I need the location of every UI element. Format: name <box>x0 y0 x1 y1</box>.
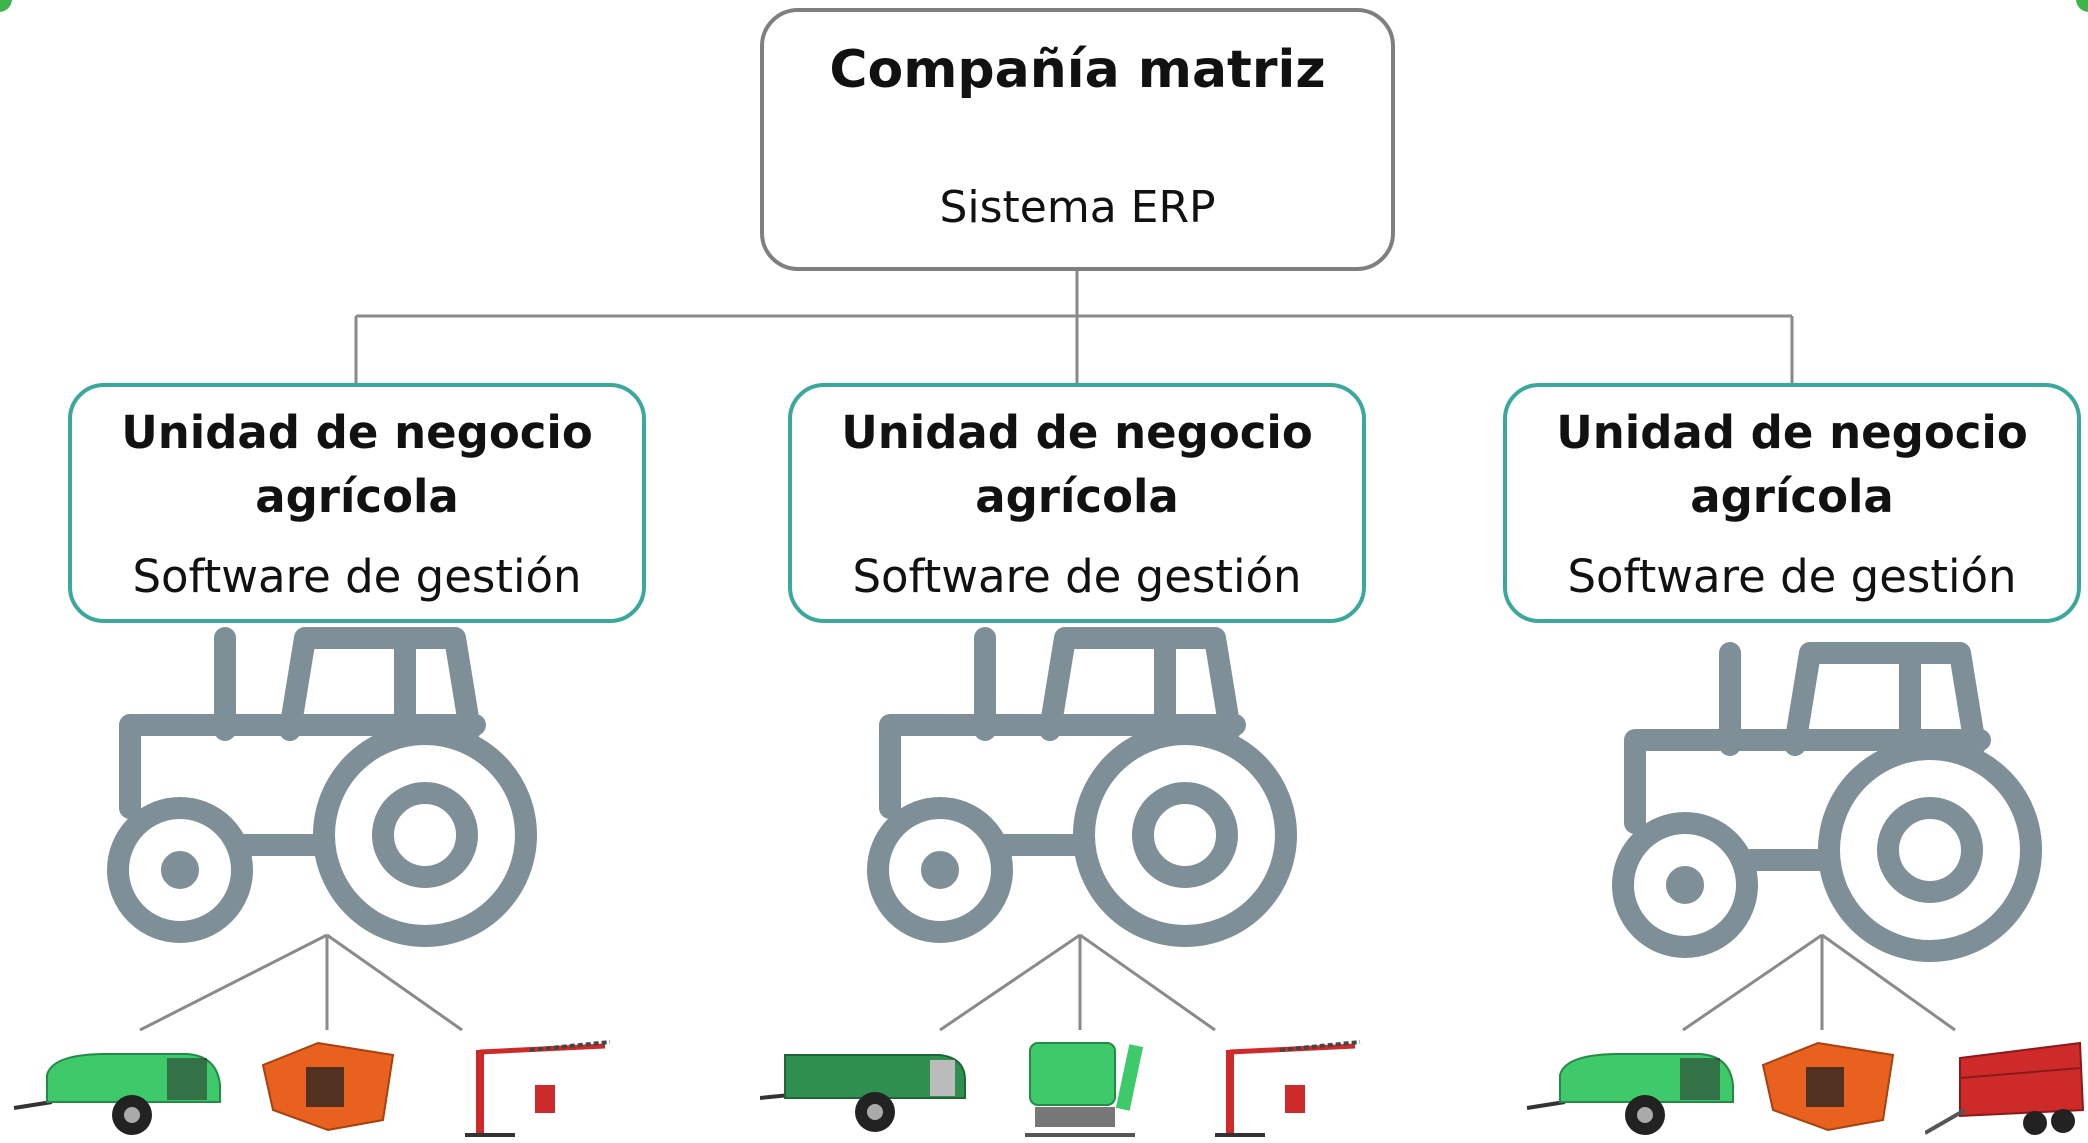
business-unit-box: Unidad de negocio agrícola Software de g… <box>1503 383 2081 623</box>
green-tank-sprayer-icon <box>760 1054 966 1132</box>
business-unit-title: Unidad de negocio agrícola <box>121 406 593 523</box>
machine-branches <box>139 933 1956 1032</box>
orange-mulcher-icon <box>1761 1041 1895 1132</box>
business-unit-title: Unidad de negocio agrícola <box>841 406 1313 523</box>
red-hedge-trimmer-icon <box>1215 1040 1361 1137</box>
business-unit-title: Unidad de negocio agrícola <box>1556 406 2028 523</box>
green-sprayer-icon <box>1526 1053 1734 1135</box>
green-sprayer-icon <box>13 1053 221 1135</box>
business-unit-box: Unidad de negocio agrícola Software de g… <box>788 383 1366 623</box>
parent-company-box: Compañía matriz Sistema ERP <box>760 8 1395 271</box>
red-hedge-trimmer-icon <box>465 1040 611 1137</box>
red-trailer-icon <box>1925 1041 2085 1135</box>
management-software-label: Software de gestión <box>852 550 1302 603</box>
orange-mulcher-icon <box>261 1041 395 1132</box>
erp-system-label: Sistema ERP <box>939 182 1216 233</box>
tractor-icon <box>867 627 1297 947</box>
tractor-icon <box>1612 642 2042 962</box>
management-software-label: Software de gestión <box>1567 550 2017 603</box>
management-software-label: Software de gestión <box>132 550 582 603</box>
green-mounted-sprayer-icon <box>1025 1042 1144 1137</box>
parent-company-title: Compañía matriz <box>829 40 1326 100</box>
business-unit-box: Unidad de negocio agrícola Software de g… <box>68 383 646 623</box>
tractor-icon <box>107 627 537 947</box>
